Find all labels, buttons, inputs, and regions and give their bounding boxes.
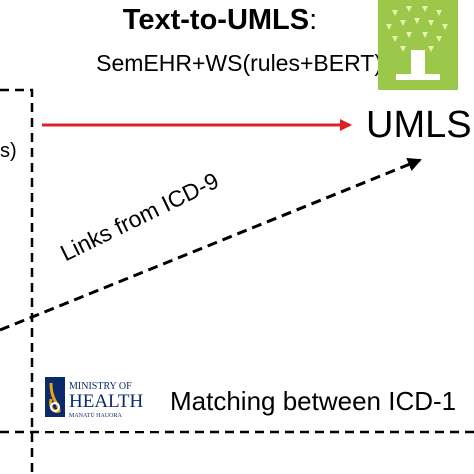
- truncated-label: s): [0, 140, 17, 162]
- title-colon: :: [309, 4, 318, 36]
- diagram-subtitle: SemEHR+WS(rules+BERT): [96, 50, 382, 76]
- title-bold: Text-to-UMLS: [122, 4, 310, 36]
- tree-logo-icon: [378, 0, 458, 90]
- dashed-box-left-border: [0, 88, 34, 474]
- moh-logo-line3: MANATŪ HAUORA: [69, 412, 123, 419]
- ministry-of-health-logo-icon: MINISTRY OF HEALTH MANATŪ HAUORA: [43, 373, 165, 431]
- icd9-dashed-arrow: [0, 158, 422, 332]
- diagram-title: Text-to-UMLS:: [80, 4, 360, 37]
- umls-label: UMLS: [366, 104, 472, 146]
- moh-logo-line1: MINISTRY OF: [69, 381, 132, 392]
- matching-label: Matching between ICD-1: [170, 386, 457, 416]
- moh-logo-line2: HEALTH: [69, 391, 144, 412]
